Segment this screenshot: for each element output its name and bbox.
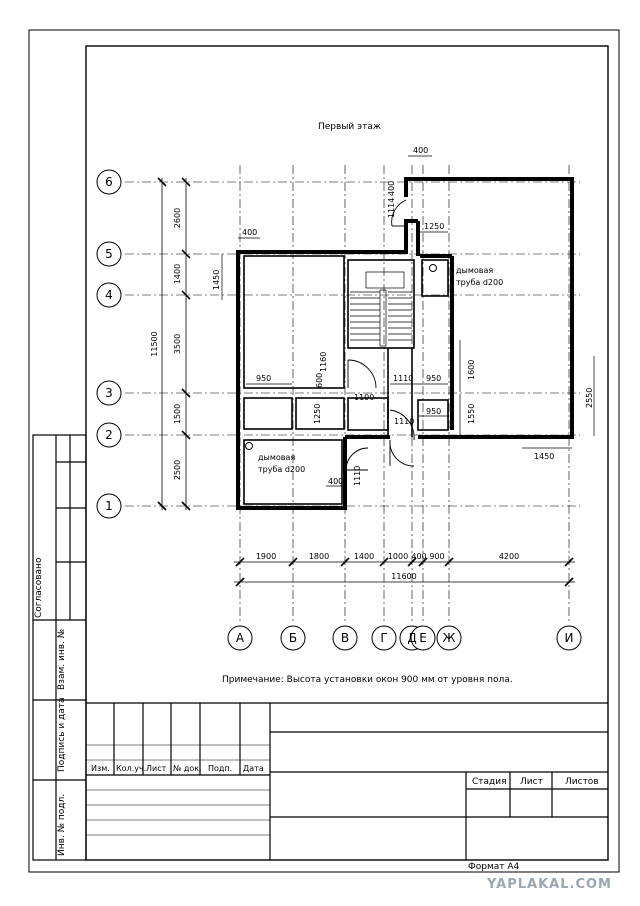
dim-1110-c: 1110: [353, 466, 362, 486]
dim-v-3500: 3500: [173, 334, 182, 354]
stage-header: Стадия: [472, 777, 507, 787]
plan-title: Первый этаж: [318, 122, 381, 132]
dim-1160: 1160: [319, 352, 328, 372]
dim-400-top: 400: [413, 146, 428, 155]
chimney-upper-line2: труба d200: [456, 278, 503, 287]
axis-label-4: 4: [105, 288, 113, 302]
axis-label-Zh: Ж: [443, 631, 456, 645]
dim-1110-a: 1110: [393, 374, 413, 383]
plan-note: Примечание: Высота установки окон 900 мм…: [222, 675, 513, 685]
dim-400-left: 400: [242, 228, 257, 237]
side-label-sign-date: Подпись и дата: [57, 697, 67, 772]
dim-1250-mid: 1250: [313, 404, 322, 424]
side-label-agreed: Согласовано: [34, 557, 44, 618]
axis-label-3: 3: [105, 386, 113, 400]
title-block: [86, 702, 608, 860]
dim-400-bottom: 400: [328, 477, 343, 486]
dim-h-4200: 4200: [499, 552, 519, 561]
axis-bubble-I: [556, 625, 582, 651]
axis-bubble-Zh: [436, 625, 462, 651]
axis-label-A: А: [236, 631, 245, 645]
dim-1250-top: 1250: [424, 222, 444, 231]
axis-bubble-6: [96, 169, 122, 195]
side-label-inv: Инв. № подл.: [57, 794, 67, 856]
doors: [345, 199, 415, 471]
axis-bubble-2: [96, 422, 122, 448]
walls: [236, 177, 574, 510]
chimney-upper-line1: дымовая: [456, 266, 493, 275]
sheets-header: Листов: [565, 777, 599, 787]
axis-label-B: Б: [289, 631, 297, 645]
dim-h-1400: 1400: [354, 552, 374, 561]
inner-walls: [243, 255, 449, 505]
header-qty: Кол.уч.: [116, 764, 146, 773]
side-label-replace: Взам. инв. №: [57, 629, 67, 690]
dim-h-400: 400: [411, 552, 426, 561]
dim-950-b: 950: [426, 407, 441, 416]
axis-label-2: 2: [105, 428, 113, 442]
axis-label-6: 6: [105, 175, 113, 189]
chimney-lower-icon: [245, 442, 253, 450]
header-doc: № док.: [173, 764, 202, 773]
side-stamp: [32, 434, 87, 861]
dim-600: 600: [315, 373, 324, 388]
axis-label-G: Г: [380, 631, 387, 645]
axis-bubble-E: [410, 625, 436, 651]
dim-1600: 1600: [467, 360, 476, 380]
dim-950-a: 950: [426, 374, 441, 383]
dim-1550: 1550: [467, 404, 476, 424]
dim-2550: 2550: [585, 388, 594, 408]
dim-1450-left: 1450: [212, 270, 221, 290]
stairs: [350, 271, 412, 347]
header-sign: Подп.: [208, 764, 232, 773]
sheet-header: Лист: [520, 777, 543, 787]
axis-label-I: И: [565, 631, 574, 645]
header-sheet: Лист: [146, 764, 167, 773]
dim-v-2600: 2600: [173, 208, 182, 228]
dim-h-total: 11600: [391, 572, 416, 581]
chimney-lower-line2: труба d200: [258, 465, 305, 474]
dim-v-1500: 1500: [173, 404, 182, 424]
format-label: Формат А4: [468, 862, 520, 872]
dim-h-1000: 1000: [388, 552, 408, 561]
inner-dimension-lines: [221, 155, 595, 487]
dim-400-vert: 400: [387, 181, 396, 196]
axis-label-1: 1: [105, 499, 113, 513]
dim-1110-b: 1110: [394, 417, 414, 426]
dim-v-total: 11500: [150, 331, 159, 356]
axis-bubble-V: [332, 625, 358, 651]
axis-bubble-A: [227, 625, 253, 651]
chimney-lower-line1: дымовая: [258, 453, 295, 462]
horizontal-dimension-chains: [234, 557, 575, 587]
outer-frame: [28, 29, 620, 873]
axis-bubble-3: [96, 380, 122, 406]
axis-label-E: Е: [419, 631, 427, 645]
axis-bubble-4: [96, 282, 122, 308]
dim-950-left: 950: [256, 374, 271, 383]
dim-v-1400: 1400: [173, 264, 182, 284]
axis-bubble-B: [280, 625, 306, 651]
dim-1100: 1100: [354, 393, 374, 402]
axis-label-5: 5: [105, 247, 113, 261]
axis-bubble-1: [96, 493, 122, 519]
axis-bubble-5: [96, 241, 122, 267]
dim-v-2500: 2500: [173, 460, 182, 480]
chimney-upper-icon: [429, 264, 437, 272]
dim-h-900: 900: [429, 552, 444, 561]
dim-1114: 1114: [387, 198, 396, 218]
dim-1450-right: 1450: [534, 452, 554, 461]
dim-h-1900: 1900: [256, 552, 276, 561]
axis-label-D: Д: [407, 631, 416, 645]
watermark-logo: YAPLAKAL.COM: [487, 877, 612, 892]
dim-h-1800: 1800: [309, 552, 329, 561]
axis-bubble-G: [371, 625, 397, 651]
axis-label-V: В: [341, 631, 349, 645]
header-change: Изм.: [91, 764, 110, 773]
vertical-dimension-chains: [157, 177, 191, 511]
header-date: Дата: [243, 764, 264, 773]
